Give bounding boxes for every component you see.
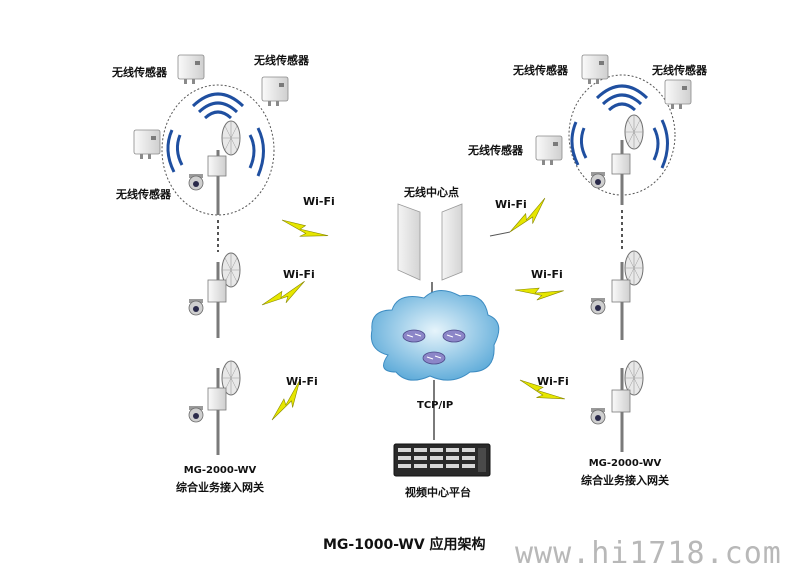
watermark: www.hi1718.com: [515, 536, 782, 571]
sensor-box-icon: [177, 54, 205, 85]
lightning-bolt-icon: [280, 207, 329, 251]
lightning-bolt-icon: [258, 280, 308, 308]
camera-icon: [188, 405, 204, 423]
wifi-label: Wi-Fi: [495, 198, 527, 211]
gateway-box-icon: [207, 279, 227, 303]
wifi-label: Wi-Fi: [283, 268, 315, 281]
gateway-name-label: 综合业务接入网关: [176, 481, 264, 494]
left-station-2: [188, 252, 241, 338]
diagram-title: MG-1000-WV 应用架构: [323, 537, 486, 553]
router-icon: [402, 329, 426, 343]
sensor-label: 无线传感器: [254, 54, 309, 67]
sensor-label: 无线传感器: [468, 144, 523, 157]
wifi-label: Wi-Fi: [286, 375, 318, 388]
signal-waves-icon: [166, 92, 265, 177]
server-rack-icon: [393, 443, 491, 477]
camera-icon: [590, 297, 606, 315]
left-sensor-cluster: [133, 54, 289, 216]
dish-antenna-icon: [624, 114, 644, 150]
protocol-label: TCP/IP: [417, 400, 454, 411]
sensor-label: 无线传感器: [112, 66, 167, 79]
camera-icon: [188, 173, 204, 191]
wifi-label: Wi-Fi: [537, 375, 569, 388]
sensor-box-icon: [581, 54, 609, 85]
right-station-3: [590, 360, 644, 452]
sensor-box-icon: [261, 76, 289, 107]
camera-icon: [590, 171, 606, 189]
gateway-box-icon: [611, 153, 631, 175]
gateway-box-icon: [207, 387, 227, 411]
gateway-box-icon: [611, 279, 631, 303]
sensor-box-icon: [535, 135, 563, 166]
sensor-label: 无线传感器: [116, 188, 171, 201]
video-platform-label: 视频中心平台: [405, 486, 471, 499]
camera-icon: [188, 298, 204, 316]
link-line: [489, 231, 511, 237]
gateway-model-label: MG-2000-WV: [588, 458, 662, 469]
right-sensor-cluster: [535, 54, 692, 205]
router-icon: [422, 351, 446, 365]
gateway-name-label: 综合业务接入网关: [581, 474, 669, 487]
sensor-box-icon: [664, 79, 692, 110]
access-point-icon: [441, 203, 463, 281]
dish-antenna-icon: [221, 120, 241, 156]
gateway-box-icon: [611, 389, 631, 413]
wifi-label: Wi-Fi: [303, 195, 335, 208]
center-node-label: 无线中心点: [404, 186, 459, 199]
router-icon: [442, 329, 466, 343]
sensor-box-icon: [133, 129, 161, 160]
sensor-label: 无线传感器: [513, 64, 568, 77]
signal-waves-icon: [570, 84, 669, 169]
gateway-box-icon: [207, 155, 227, 177]
network-cloud: [370, 290, 500, 381]
wifi-label: Wi-Fi: [531, 268, 563, 281]
access-point-icon: [397, 203, 421, 281]
camera-icon: [590, 407, 606, 425]
right-station-2: [590, 250, 644, 340]
cloud-icon: [370, 290, 500, 381]
left-station-3: [188, 360, 241, 455]
center-access-points: [397, 203, 463, 281]
left-sensor-range-ellipse: [161, 84, 275, 216]
sensor-label: 无线传感器: [652, 64, 707, 77]
gateway-model-label: MG-2000-WV: [183, 465, 257, 476]
